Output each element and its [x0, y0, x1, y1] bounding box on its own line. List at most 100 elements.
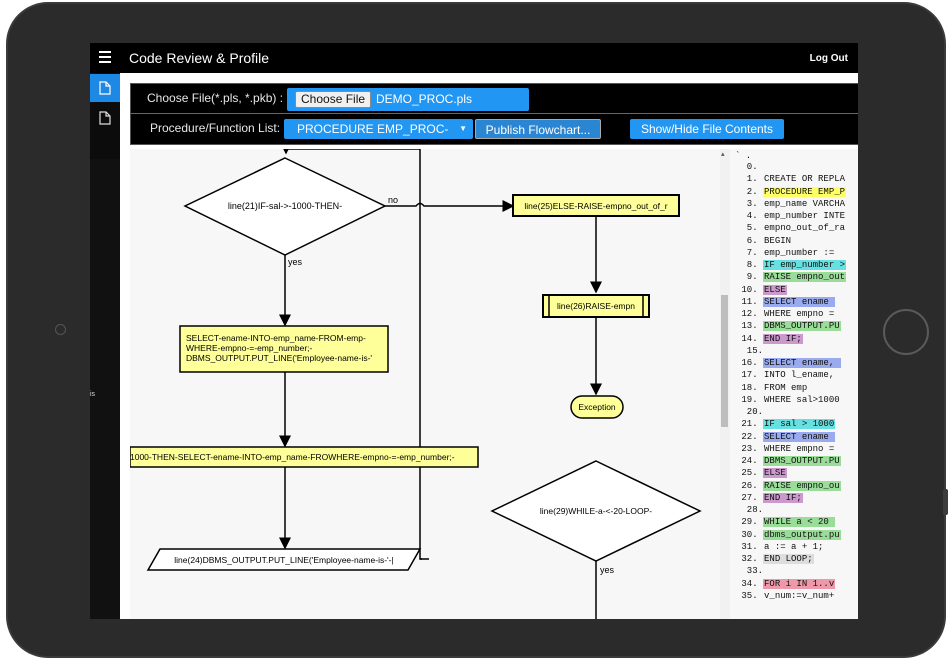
line-code: WHERE empno = [764, 309, 840, 319]
code-line: 30. dbms_output.pu [736, 529, 858, 541]
line-number: 31. [736, 541, 764, 552]
code-line: 29. WHILE a < 20 [736, 516, 858, 528]
code-line: 1. CREATE OR REPLA [736, 173, 858, 185]
menu-icon[interactable] [99, 51, 111, 63]
code-line: 16. SELECT ename, [736, 357, 858, 369]
line-code [763, 566, 765, 576]
sidebar-item-code-review[interactable] [90, 74, 120, 102]
line-number: 16. [736, 358, 764, 368]
code-line: 7. emp_number := [736, 247, 858, 259]
line-number: 11. [736, 296, 764, 307]
code-line: 8. IF emp_number > [736, 259, 858, 271]
line-number: 30. [736, 529, 764, 540]
line-code: WHILE a < 20 [763, 517, 836, 528]
line-number: 32. [736, 554, 764, 564]
line-code: SELECT ename [763, 296, 836, 307]
camera-icon [55, 324, 66, 335]
no-connector [385, 200, 515, 212]
raise-label: line(26)RAISE-empn [557, 301, 635, 311]
choose-file-button[interactable]: Choose File [295, 91, 372, 108]
code-header: ` . [735, 151, 752, 161]
line-number: 8. [736, 260, 764, 270]
main-content: Choose File(*.pls, *.pkb) : Choose File … [120, 73, 858, 619]
line-number: 29. [736, 517, 764, 528]
line-code: emp_number := [764, 247, 840, 258]
home-button[interactable] [883, 309, 929, 355]
line-code: END IF; [763, 492, 803, 503]
connector-line [420, 558, 429, 560]
line-number: 2. [736, 186, 764, 197]
top-bar: Code Review & Profile Log Out [90, 43, 858, 73]
file-input[interactable]: Choose File DEMO_PROC.pls [287, 88, 529, 111]
sidebar-panel: is [90, 159, 120, 619]
line-number: 18. [736, 382, 764, 393]
line-code: SELECT ename, [763, 358, 841, 368]
line-code: INTO l_ename, [764, 370, 840, 381]
line-code: empno_out_of_ra [764, 223, 846, 234]
line-code [763, 407, 765, 417]
line-number: 10. [736, 284, 764, 295]
line-code: ELSE [763, 468, 787, 479]
process-line-1: SELECT-ename-INTO-emp_name-FROM-emp- [186, 333, 366, 343]
sidebar-cutoff-text: is [90, 391, 96, 398]
scrollbar-thumb[interactable] [721, 295, 728, 427]
code-line: 27. END IF; [736, 492, 858, 504]
exception-label: Exception [578, 402, 616, 412]
line-code: PROCEDURE EMP_P [763, 186, 847, 197]
procedure-label: Procedure/Function List: [150, 121, 281, 135]
code-line: 31. a := a + 1; [736, 541, 858, 553]
line-number: 3. [736, 198, 764, 209]
code-line: 21. IF sal > 1000 [736, 418, 858, 430]
code-line: 9. RAISE empno_out [736, 271, 858, 283]
code-scrollbar[interactable]: ▲ [720, 149, 730, 619]
line-number: 7. [736, 247, 764, 258]
line-number: 4. [736, 211, 764, 221]
file-name: DEMO_PROC.pls [376, 92, 473, 106]
line-number: 28. [736, 505, 764, 515]
line-number: 9. [736, 272, 764, 283]
output-shape[interactable] [146, 548, 422, 571]
line-number: 12. [736, 309, 764, 319]
file-icon [99, 111, 111, 125]
file-contents-panel[interactable]: ▲ ` . 0. 1. CREATE OR REPLA 2. PROCEDURE… [720, 149, 858, 619]
show-hide-file-button[interactable]: Show/Hide File Contents [630, 119, 784, 139]
code-line: 34. FOR i IN 1..v [736, 578, 858, 590]
line-number: 33. [736, 566, 764, 577]
code-line: 2. PROCEDURE EMP_P [736, 186, 858, 198]
flowchart-canvas[interactable]: line(21)IF-sal->-1000-THEN- no yes SELEC… [130, 149, 722, 619]
code-line: 23. WHERE empno = [736, 443, 858, 455]
code-line: 13. DBMS_OUTPUT.PU [736, 320, 858, 332]
publish-flowchart-button[interactable]: Publish Flowchart... [475, 119, 601, 139]
code-line: 17. INTO l_ename, [736, 369, 858, 381]
line-code: FROM emp [764, 382, 808, 393]
line-code: BEGIN [764, 235, 792, 246]
process-box[interactable] [179, 325, 389, 373]
line-code: END IF; [763, 333, 803, 344]
line-code: dbms_output.pu [763, 529, 841, 540]
file-label: Choose File(*.pls, *.pkb) : [147, 91, 284, 105]
code-line: 32. END LOOP; [736, 553, 858, 565]
code-line: 18. FROM emp [736, 382, 858, 394]
process-box-long[interactable] [130, 446, 479, 468]
line-number: 6. [736, 235, 764, 246]
line-code: ELSE [763, 284, 787, 295]
line-code: FOR i IN 1..v [763, 578, 836, 589]
line-code: SELECT ename [763, 431, 836, 442]
line-code: v_num:=v_num+ [764, 590, 835, 601]
line-code: RAISE empno_out [763, 272, 847, 283]
procedure-select[interactable]: PROCEDURE EMP_PROC- ▼ [284, 119, 473, 139]
app-title: Code Review & Profile [129, 50, 270, 66]
exception-terminal[interactable] [570, 395, 624, 419]
flowchart-svg: line(21)IF-sal->-1000-THEN- no yes SELEC… [130, 149, 702, 619]
sidebar-item-profile[interactable] [90, 104, 120, 132]
line-number: 26. [736, 480, 764, 491]
line-code: WHERE sal>1000 [764, 394, 840, 405]
scroll-up-icon[interactable]: ▲ [721, 151, 725, 158]
line-number: 17. [736, 370, 764, 381]
line-number: 13. [736, 321, 764, 332]
decision-label: line(21)IF-sal->-1000-THEN- [228, 201, 342, 211]
logout-link[interactable]: Log Out [809, 53, 848, 64]
line-number: 15. [736, 345, 764, 356]
code-line: 3. emp_name VARCHA [736, 198, 858, 210]
line-number: 20. [736, 407, 764, 417]
